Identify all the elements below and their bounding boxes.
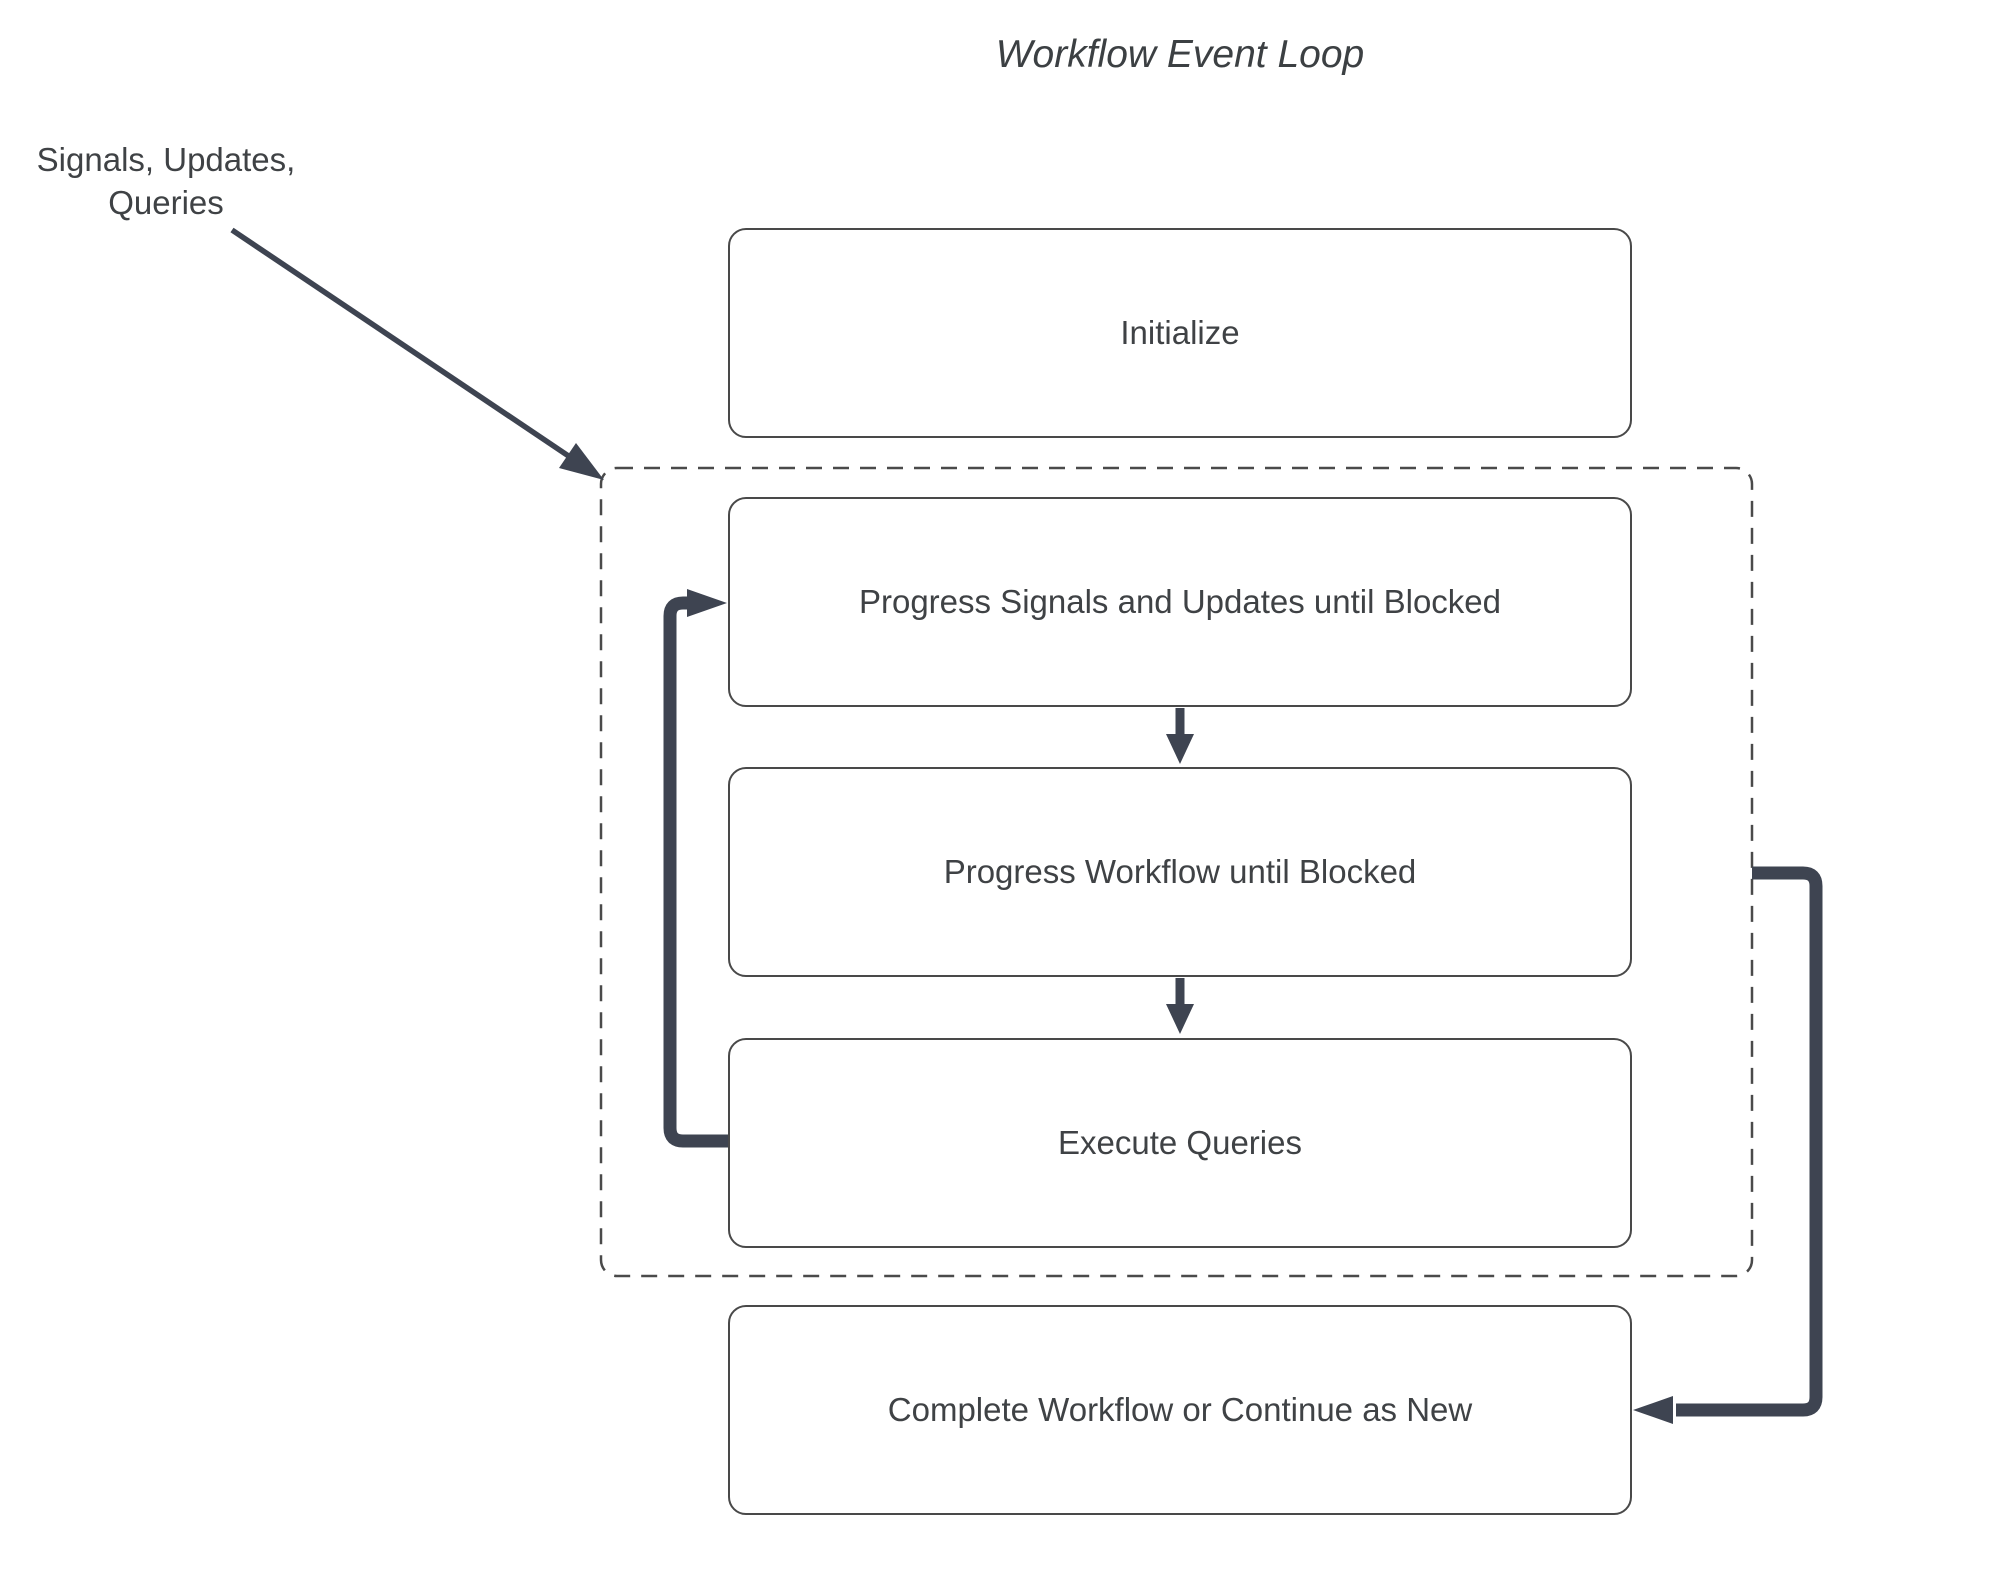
node-execute-queries-label: Execute Queries [1058, 1124, 1302, 1161]
node-complete-workflow-label: Complete Workflow or Continue as New [887, 1391, 1473, 1428]
arrow-workflow-to-queries-icon [1166, 978, 1194, 1034]
arrow-signals-into-loop-icon [230, 227, 604, 480]
node-initialize-label: Initialize [1120, 314, 1240, 351]
node-progress-workflow: Progress Workflow until Blocked [728, 767, 1632, 977]
arrow-queries-loop-back-icon [663, 589, 728, 1148]
node-progress-signals-label: Progress Signals and Updates until Block… [858, 583, 1502, 620]
node-progress-workflow-label: Progress Workflow until Blocked [943, 853, 1417, 890]
node-progress-signals: Progress Signals and Updates until Block… [728, 497, 1632, 707]
arrow-signals-to-workflow-icon [1166, 708, 1194, 764]
node-execute-queries: Execute Queries [728, 1038, 1632, 1248]
arrow-loop-to-complete-icon [1633, 866, 1823, 1424]
node-complete-workflow: Complete Workflow or Continue as New [728, 1305, 1632, 1515]
page-title: Workflow Event Loop [995, 33, 1365, 76]
external-events-label: Signals, Updates, Queries [36, 141, 296, 221]
node-initialize: Initialize [728, 228, 1632, 438]
